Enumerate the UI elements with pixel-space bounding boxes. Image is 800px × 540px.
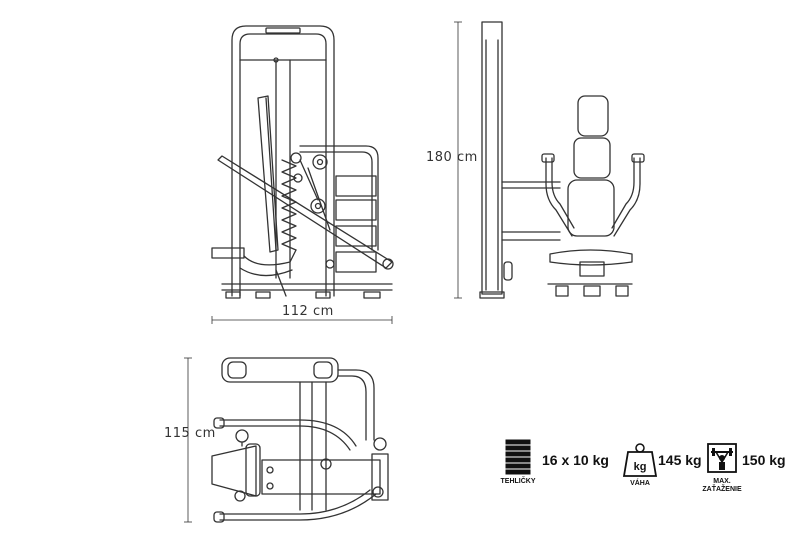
front-view-drawing xyxy=(479,21,645,299)
depth-dimension-label: 115 cm xyxy=(164,426,216,441)
machine-weight-value: 145 kg xyxy=(658,452,702,468)
svg-text:kg: kg xyxy=(634,461,647,473)
machine-weight-caption: VÁHA xyxy=(630,480,650,487)
weight-stack-icon xyxy=(505,439,531,475)
max-load-value: 150 kg xyxy=(742,452,786,468)
width-dimension-label: 112 cm xyxy=(282,304,334,319)
kg-weight-icon: kg xyxy=(622,443,658,477)
max-load-caption-line2: ZAŤAŽENIE xyxy=(702,486,742,493)
dimension-lines xyxy=(184,21,462,523)
lifter-icon xyxy=(707,443,737,473)
weights-caption: TEHLIČKY xyxy=(500,478,536,485)
height-dimension-label: 180 cm xyxy=(426,150,478,165)
side-view-drawing xyxy=(211,25,394,299)
max-load-caption-line1: MAX. xyxy=(713,478,731,485)
top-view-drawing xyxy=(211,357,389,523)
weights-value: 16 x 10 kg xyxy=(542,452,609,468)
